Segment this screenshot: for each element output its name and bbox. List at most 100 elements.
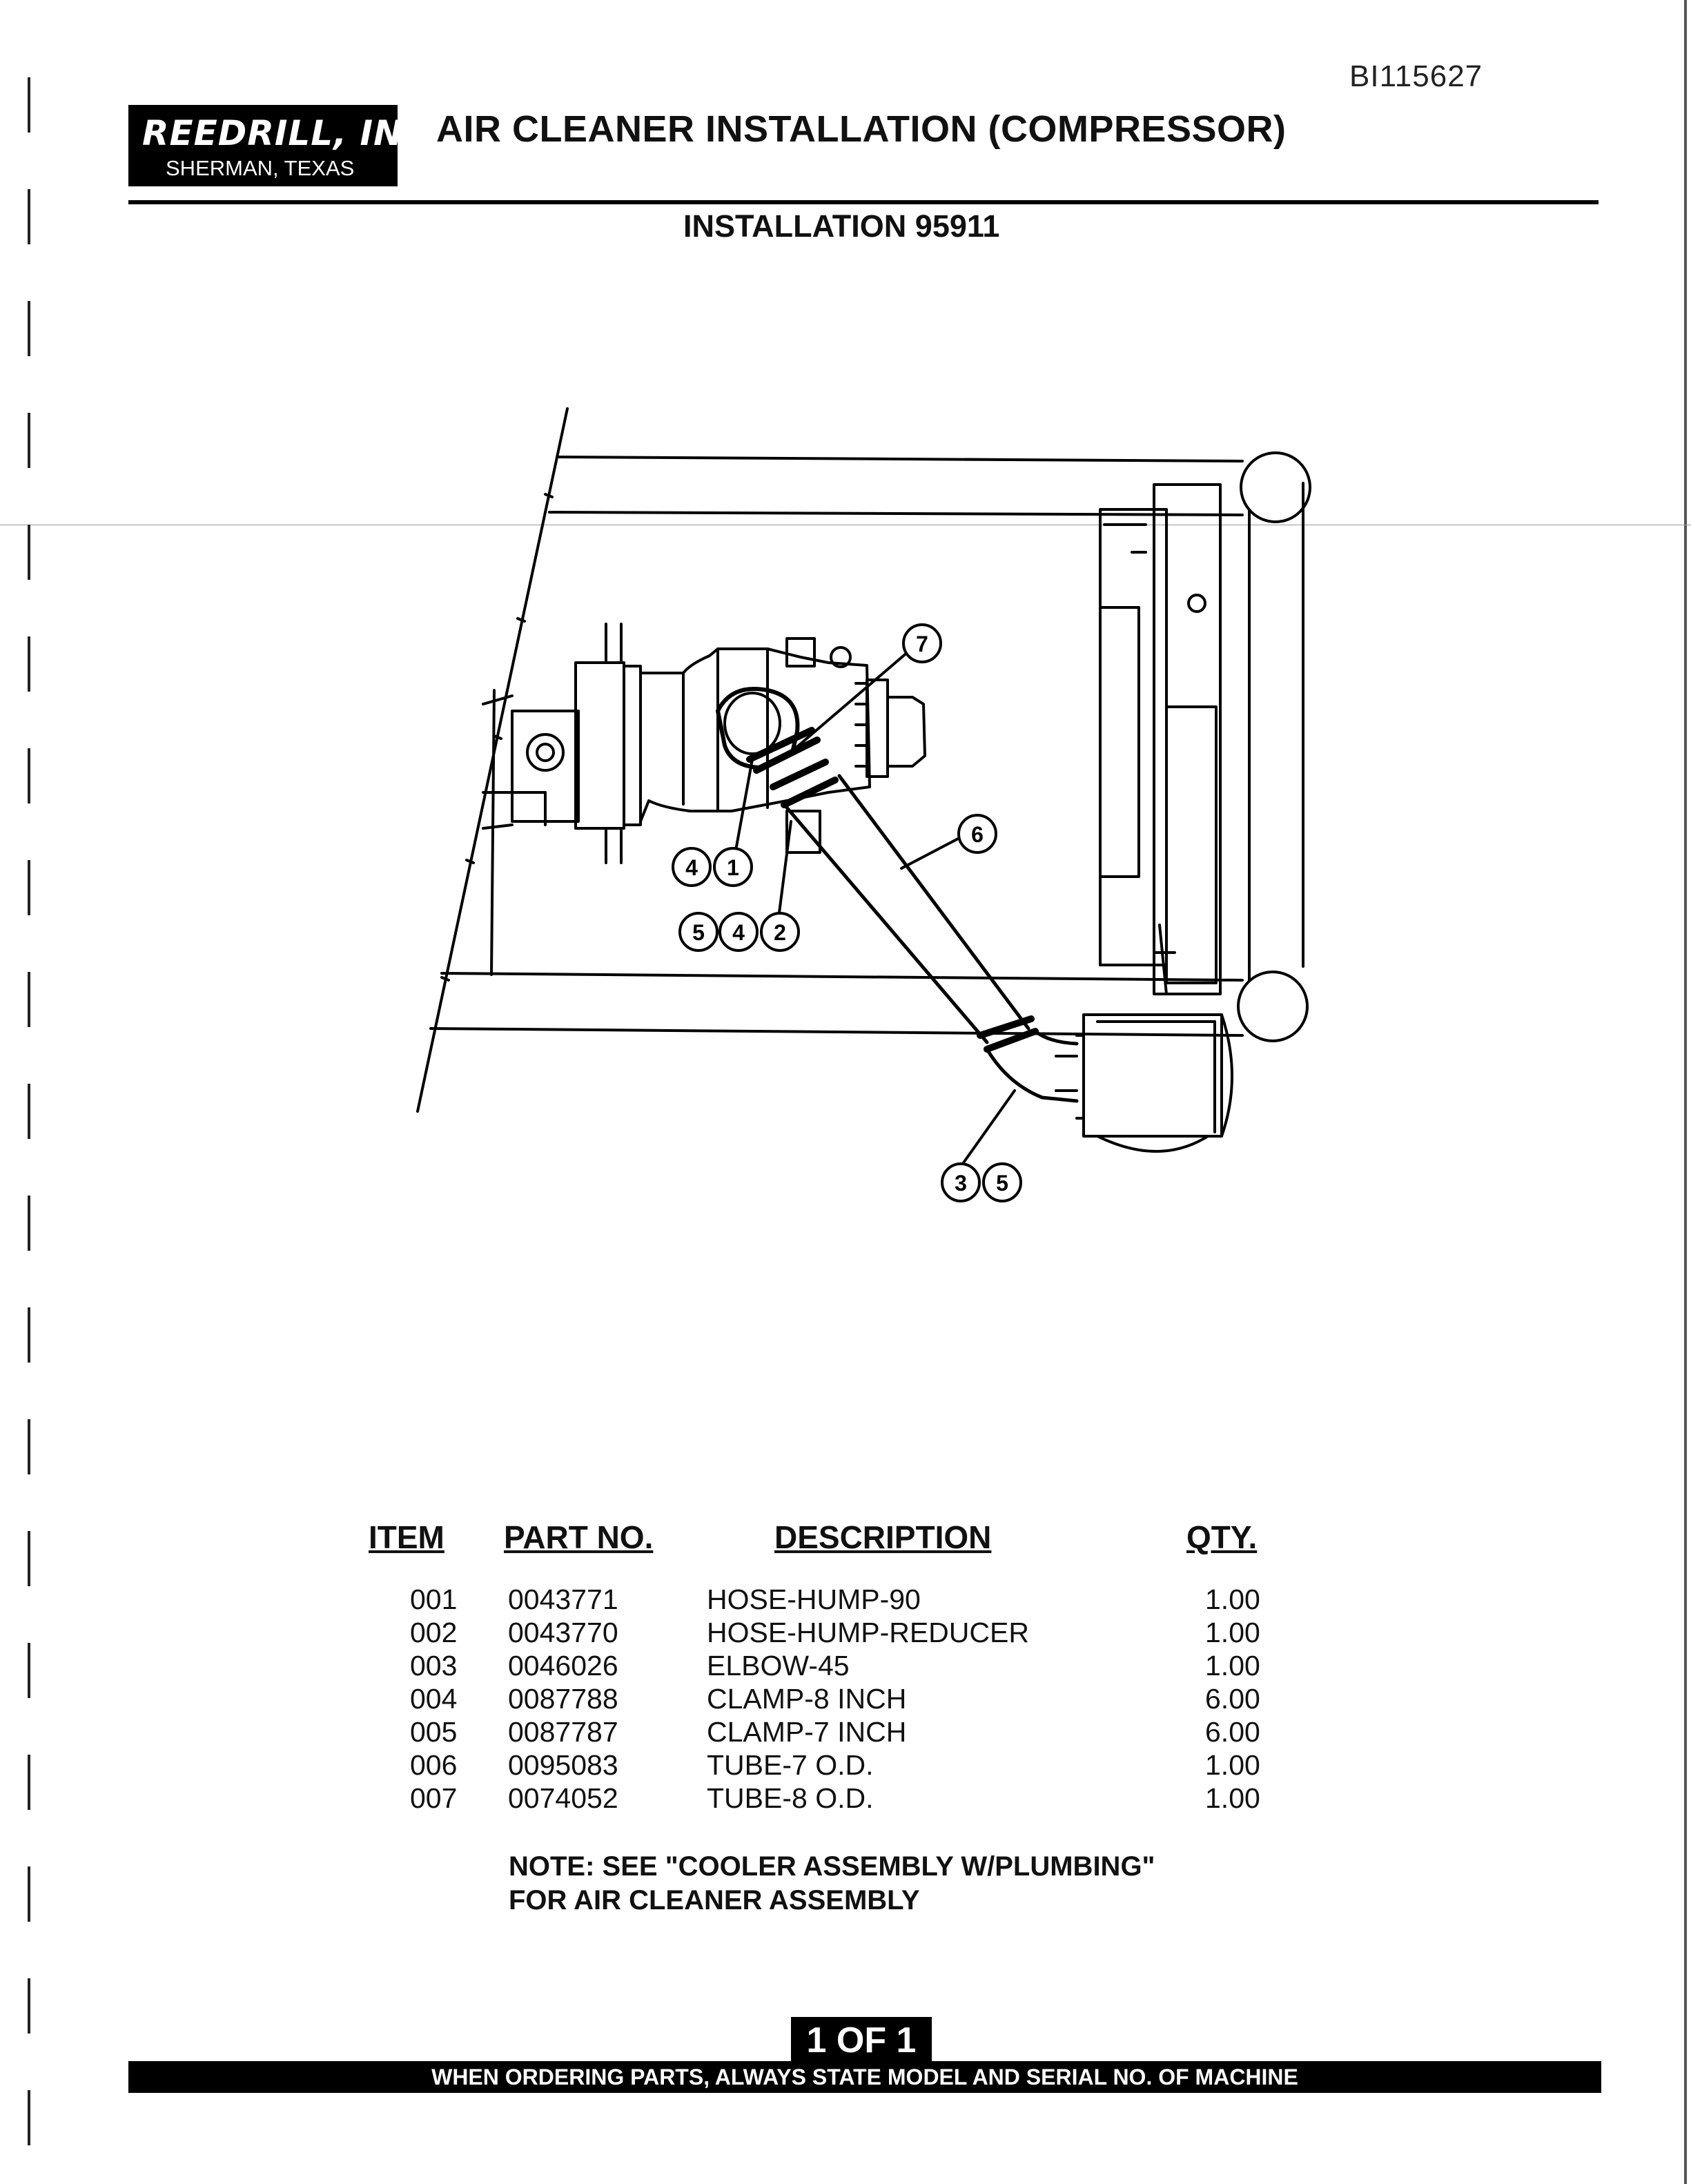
part-no-cell: 0043771 (508, 1583, 618, 1615)
page-title: AIR CLEANER INSTALLATION (COMPRESSOR) (436, 108, 1287, 150)
part-no-cell: 0074052 (508, 1782, 618, 1814)
binder-mark (28, 860, 47, 915)
callout-number: 2 (774, 920, 786, 945)
callout-c7: 7 (902, 623, 942, 663)
wheel-top (1240, 451, 1311, 523)
item-cell: 001 (410, 1583, 458, 1615)
qty-cell: 1.00 (1205, 1617, 1260, 1648)
note-line-1: NOTE: SEE "COOLER ASSEMBLY W/PLUMBING" (509, 1851, 1155, 1882)
clamp-8-inch (746, 727, 821, 774)
table-row: 003 0046026 ELBOW-45 1.00 (0, 1650, 1691, 1683)
callout-c4b: 4 (719, 912, 759, 952)
table-row: 001 0043771 HOSE-HUMP-90 1.00 (0, 1583, 1691, 1617)
part-no-cell: 0046026 (508, 1650, 618, 1681)
item-cell: 002 (410, 1617, 458, 1648)
callout-c3: 3 (941, 1162, 981, 1202)
binder-mark (28, 189, 47, 244)
description-cell: TUBE-7 O.D. (707, 1749, 874, 1781)
installation-number: INSTALLATION 95911 (683, 208, 1000, 244)
item-cell: 006 (410, 1749, 458, 1781)
leader-3-5 (959, 1089, 1016, 1168)
binder-mark (28, 1084, 47, 1139)
tube-7-od (785, 774, 1030, 1044)
callout-number: 4 (685, 855, 698, 880)
description-cell: ELBOW-45 (707, 1650, 850, 1681)
description-cell: HOSE-HUMP-90 (707, 1583, 921, 1615)
hose-hump-90 (716, 687, 800, 770)
callout-number: 7 (916, 632, 928, 656)
description-cell: CLAMP-8 INCH (707, 1683, 907, 1715)
binder-mark (28, 77, 47, 133)
binder-mark (28, 1196, 47, 1251)
item-cell: 004 (410, 1683, 458, 1715)
frame-rail-bottom (429, 972, 1244, 1037)
table-row: 006 0095083 TUBE-7 O.D. 1.00 (0, 1749, 1691, 1782)
description-cell: CLAMP-7 INCH (707, 1716, 907, 1748)
table-row: 004 0087788 CLAMP-8 INCH 6.00 (0, 1683, 1691, 1716)
assembly-note: NOTE: SEE "COOLER ASSEMBLY W/PLUMBING" F… (509, 1850, 1155, 1918)
callout-c2: 2 (760, 912, 800, 952)
qty-cell: 6.00 (1205, 1716, 1260, 1748)
leader-7 (792, 650, 910, 751)
ordering-note: WHEN ORDERING PARTS, ALWAYS STATE MODEL … (128, 2061, 1601, 2093)
callout-number: 1 (727, 855, 739, 880)
binder-mark (28, 1531, 47, 1586)
callout-number: 6 (971, 822, 984, 847)
table-row: 005 0087787 CLAMP-7 INCH 6.00 (0, 1716, 1691, 1749)
qty-cell: 1.00 (1205, 1782, 1260, 1814)
frame-rail-top (548, 456, 1244, 516)
part-no-cell: 0043770 (508, 1617, 618, 1648)
binder-mark (28, 972, 47, 1027)
callout-number: 5 (692, 920, 705, 945)
leader-4-1 (734, 758, 754, 852)
callout-c6: 6 (957, 814, 997, 854)
document-number: BI115627 (1349, 59, 1483, 93)
page-indicator: 1 OF 1 (791, 2017, 932, 2064)
item-cell: 003 (410, 1650, 458, 1681)
description-cell: TUBE-8 O.D. (707, 1782, 874, 1814)
wheel-bottom (1237, 971, 1309, 1042)
binder-mark (28, 1866, 47, 1922)
binder-mark (28, 1419, 47, 1474)
part-no-cell: 0087787 (508, 1716, 618, 1748)
binder-mark (28, 748, 47, 803)
binder-mark (28, 1643, 47, 1698)
binder-mark (28, 1755, 47, 1810)
callout-c1: 1 (713, 847, 753, 887)
part-no-cell: 0087788 (508, 1683, 618, 1715)
callout-c5b: 5 (982, 1162, 1022, 1202)
col-header-description: DESCRIPTION (774, 1519, 992, 1555)
description-cell: HOSE-HUMP-REDUCER (707, 1617, 1029, 1648)
part-no-cell: 0095083 (508, 1749, 618, 1781)
note-line-2: FOR AIR CLEANER ASSEMBLY (509, 1885, 920, 1915)
binder-mark (28, 301, 47, 356)
company-location: SHERMAN, TEXAS (166, 156, 355, 180)
company-logo: REEDRILL, INC. SHERMAN, TEXAS (128, 105, 442, 186)
qty-cell: 1.00 (1205, 1583, 1260, 1615)
qty-cell: 1.00 (1205, 1650, 1260, 1681)
cooler-assembly (1099, 483, 1222, 995)
qty-cell: 1.00 (1205, 1749, 1260, 1781)
qty-cell: 6.00 (1205, 1683, 1260, 1715)
item-cell: 005 (410, 1716, 458, 1748)
col-header-qty: QTY. (1186, 1519, 1258, 1555)
binder-mark (28, 525, 47, 580)
table-row: 002 0043770 HOSE-HUMP-REDUCER 1.00 (0, 1617, 1691, 1650)
leader-6 (900, 837, 961, 870)
compressor-housing (482, 623, 926, 864)
callout-number: 5 (996, 1171, 1008, 1196)
company-name: REEDRILL, INC. (142, 113, 443, 153)
callout-number: 3 (955, 1171, 967, 1196)
leader-5-4-2 (777, 820, 792, 919)
binder-mark (28, 636, 47, 692)
col-header-item: ITEM (369, 1519, 444, 1555)
binder-mark (28, 413, 47, 468)
callout-c5a: 5 (678, 912, 719, 952)
binder-mark (28, 1307, 47, 1363)
elbow-45 (985, 1029, 1079, 1103)
col-header-part-no: PART NO. (504, 1519, 654, 1555)
callout-c4a: 4 (672, 847, 712, 887)
